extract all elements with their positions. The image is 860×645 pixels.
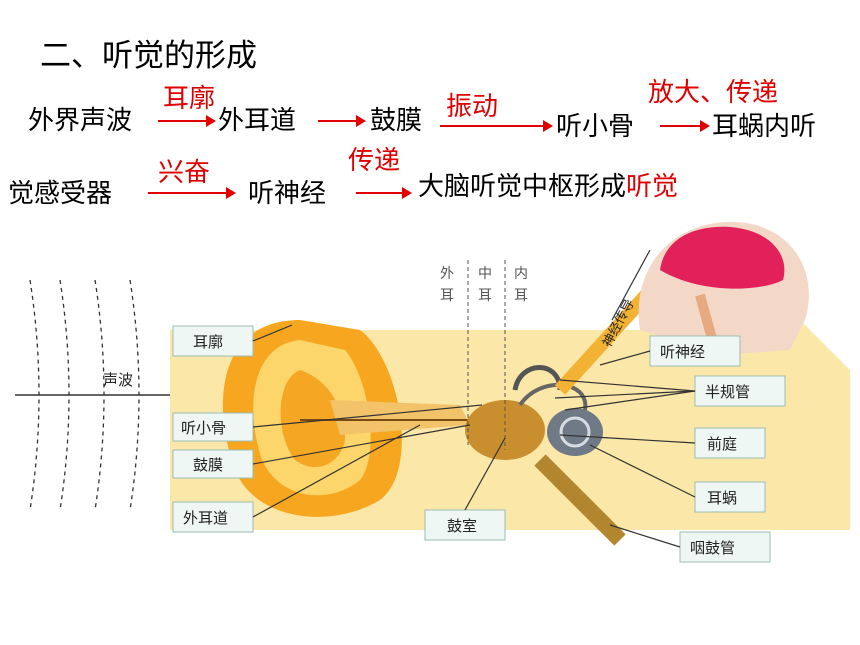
flow-step-ossicles: 听小骨	[556, 112, 635, 142]
nerve-path-arrow	[611, 249, 651, 321]
label-eustachian-tube: 咽鼓管	[609, 524, 771, 563]
flow-arrow-2	[318, 115, 366, 127]
svg-text:耳: 耳	[478, 288, 492, 304]
cochlea-shape	[547, 408, 603, 456]
flow-arrow-3	[440, 120, 553, 132]
label-semicircular-canals: 半规管	[554, 375, 786, 411]
flow-arrow-6	[356, 187, 412, 199]
arrow-label-vibration: 振动	[446, 92, 499, 122]
arrow-label-auricle: 耳廓	[163, 84, 216, 114]
label-auricle: 耳廓	[172, 324, 293, 357]
flow-step-auditory-nerve: 听神经	[248, 179, 327, 209]
label-auditory-nerve: 听神经	[599, 335, 741, 367]
svg-text:听神经: 听神经	[660, 343, 705, 361]
svg-text:耳: 耳	[514, 288, 528, 304]
eustachian-tube-shape	[534, 454, 626, 546]
flow-arrow-1	[158, 115, 216, 127]
region-dividers	[467, 260, 506, 450]
label-vestibule: 前庭	[559, 427, 766, 459]
flow-step-eardrum: 鼓膜	[370, 106, 423, 136]
arrow-label-transmit: 传递	[348, 146, 401, 176]
page-title: 二、听觉的形成	[40, 38, 257, 74]
flow-step-receptor: 觉感受器	[8, 179, 113, 209]
flow-arrow-5	[148, 187, 236, 199]
svg-text:耳廓: 耳廓	[193, 333, 223, 351]
svg-text:中: 中	[478, 266, 492, 282]
svg-text:鼓室: 鼓室	[447, 517, 477, 535]
brain-icon	[638, 221, 809, 355]
label-tympanic-cavity: 鼓室	[424, 437, 506, 541]
svg-text:耳蜗: 耳蜗	[707, 489, 737, 507]
label-cochlea: 耳蜗	[589, 444, 766, 513]
svg-text:鼓膜: 鼓膜	[193, 456, 223, 474]
svg-text:咽鼓管: 咽鼓管	[690, 539, 735, 557]
label-ear-canal: 外耳道	[172, 424, 421, 533]
auricle-shape	[222, 320, 402, 517]
label-ossicles: 听小骨	[172, 404, 483, 442]
flow-arrow-4	[660, 120, 710, 132]
sound-wave-label: 声波	[103, 371, 133, 389]
svg-text:外耳道: 外耳道	[183, 509, 228, 527]
flow-step-cochlea: 耳蜗内听	[712, 112, 817, 142]
arrow-label-amplify: 放大、传递	[648, 78, 779, 108]
flow-step-ear-canal: 外耳道	[218, 106, 297, 136]
ear-anatomy-diagram: 声波 外 耳 中 耳 内 耳 神经传导 耳廓	[15, 221, 850, 563]
flow-step-brain: 大脑听觉中枢形成听觉	[418, 172, 679, 202]
arrow-label-excite: 兴奋	[158, 158, 211, 188]
region-labels: 外 耳 中 耳 内 耳	[440, 266, 528, 304]
svg-text:前庭: 前庭	[707, 435, 737, 453]
flow-step-sound-wave: 外界声波	[28, 106, 133, 136]
svg-text:听小骨: 听小骨	[181, 419, 226, 437]
flow-result: 听觉	[626, 172, 679, 202]
label-eardrum: 鼓膜	[172, 424, 471, 479]
svg-text:内: 内	[514, 266, 528, 282]
svg-text:耳: 耳	[440, 288, 454, 304]
svg-text:半规管: 半规管	[705, 383, 750, 401]
svg-text:外: 外	[440, 266, 454, 282]
ear-canal-shape	[330, 400, 470, 435]
cochlea-spiral	[559, 416, 591, 448]
